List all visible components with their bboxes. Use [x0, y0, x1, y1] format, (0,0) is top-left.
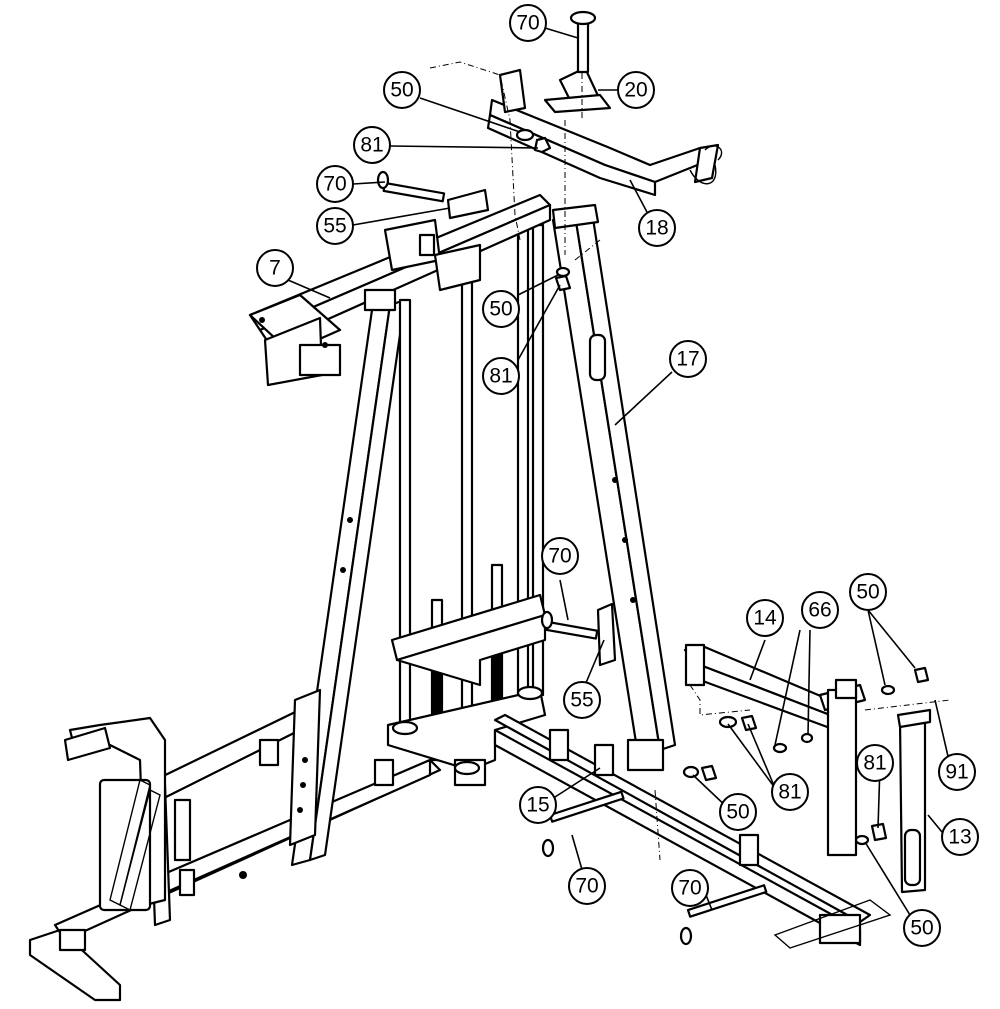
pivot-bracket	[543, 66, 612, 114]
callout-label: 7	[269, 257, 281, 280]
lower-arm	[683, 643, 867, 857]
callout-label: 15	[526, 794, 549, 817]
callout-81-right: 81	[771, 773, 809, 811]
callout-17: 17	[669, 340, 707, 378]
callout-label: 70	[678, 877, 701, 900]
callout-7: 7	[256, 249, 294, 287]
callout-label: 50	[390, 79, 413, 102]
callout-label: 50	[726, 801, 749, 824]
callout-label: 13	[948, 826, 971, 849]
callout-15: 15	[519, 786, 557, 824]
callout-label: 70	[516, 12, 539, 35]
callout-70-mid: 70	[541, 537, 579, 575]
callout-66: 66	[801, 591, 839, 629]
callout-label: 81	[489, 365, 512, 388]
callout-label: 70	[575, 875, 598, 898]
callout-label: 70	[323, 173, 346, 196]
callout-91: 91	[938, 753, 976, 791]
callout-label: 81	[863, 752, 886, 775]
callout-55-right: 55	[563, 681, 601, 719]
callout-label: 50	[910, 917, 933, 940]
right-upright	[551, 203, 677, 772]
callout-70-top: 70	[509, 4, 547, 42]
callout-label: 50	[856, 581, 879, 604]
callout-label: 14	[753, 607, 777, 630]
callout-label: 81	[360, 134, 383, 157]
floor-rail	[493, 713, 892, 949]
callout-label: 70	[548, 545, 571, 568]
callout-label: 55	[570, 689, 593, 712]
base-frame	[28, 698, 442, 1002]
callout-70-lower-left: 70	[568, 867, 606, 905]
callout-81-top: 81	[353, 126, 391, 164]
callout-18: 18	[638, 209, 676, 247]
callout-label: 50	[489, 298, 512, 321]
callout-label: 18	[645, 217, 668, 240]
callout-label: 20	[624, 79, 647, 102]
assembly-guide-lines	[429, 60, 951, 861]
callout-label: 91	[945, 761, 968, 784]
callout-20: 20	[617, 71, 655, 109]
callout-label: 66	[808, 599, 831, 622]
callout-81-lower-right: 81	[856, 744, 894, 782]
callout-81-mid: 81	[482, 357, 520, 395]
callout-label: 81	[778, 781, 801, 804]
callout-50-bottom: 50	[903, 909, 941, 947]
callout-50-right: 50	[849, 573, 887, 611]
callout-50-top: 50	[383, 71, 421, 109]
callout-55-left: 55	[316, 207, 354, 245]
callout-label: 17	[676, 348, 699, 371]
weight-carriage	[386, 593, 547, 787]
left-upright	[288, 298, 407, 867]
callout-13: 13	[941, 818, 979, 856]
callout-50-mid: 50	[482, 290, 520, 328]
leader-lines	[287, 27, 951, 929]
callout-14: 14	[746, 599, 784, 637]
side-frame	[896, 708, 932, 894]
callout-50-lower: 50	[719, 793, 757, 831]
callout-70-lower-right: 70	[671, 869, 709, 907]
callout-label: 55	[323, 215, 346, 238]
hardware	[376, 10, 930, 946]
callout-70-left: 70	[316, 165, 354, 203]
